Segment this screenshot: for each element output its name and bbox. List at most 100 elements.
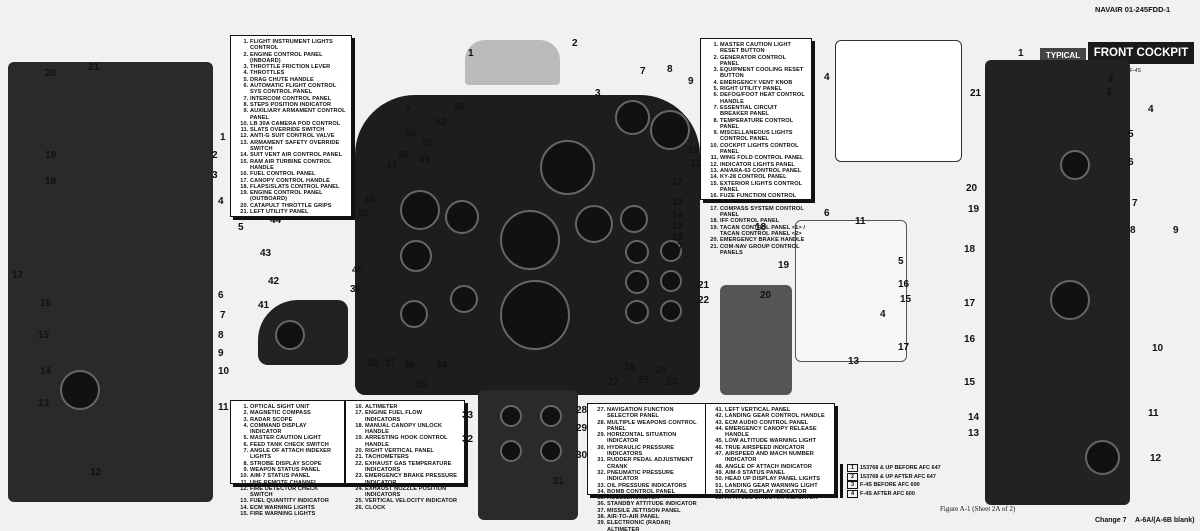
- legend-item: INTERCOM CONTROL PANEL: [250, 96, 346, 102]
- legend-item: RIGHT UTILITY PANEL: [720, 86, 806, 92]
- legend-item: ENGINE CONTROL PANEL (INBOARD): [250, 52, 346, 65]
- effectivity-tag: 4: [847, 489, 858, 498]
- legend-item: ARRESTING HOOK CONTROL HANDLE: [365, 435, 459, 448]
- callout-number: 5: [1128, 129, 1134, 140]
- callout-number: 21: [970, 88, 982, 99]
- callout-number: 19: [968, 204, 980, 215]
- effectivity-text: 153768 & UP BEFORE AFC 647: [860, 465, 941, 471]
- legend-item: RADAR SCOPE: [250, 417, 339, 423]
- right-console-illustration: [985, 60, 1130, 505]
- callout-number: 47: [386, 160, 398, 171]
- legend-item: GENERATOR CONTROL PANEL: [720, 55, 806, 68]
- legend-item: RAM AIR TURBINE CONTROL HANDLE: [250, 159, 346, 172]
- callout-number: 9: [218, 348, 224, 359]
- callout-number: 19: [45, 150, 57, 161]
- legend-item: OIL PRESSURE INDICATORS: [607, 483, 701, 489]
- legend-item: COMMAND DISPLAY INDICATOR: [250, 423, 339, 436]
- callout-number: 10: [688, 145, 700, 156]
- gauge-illustration: [400, 300, 428, 328]
- callout-number: 16: [898, 279, 910, 290]
- callout-number: 14: [968, 412, 980, 423]
- legend-item: NAVIGATION FUNCTION SELECTOR PANEL: [607, 407, 701, 420]
- optical-sight-illustration: [465, 40, 560, 85]
- callout-number: 11: [1148, 408, 1159, 419]
- callout-number: 7: [405, 105, 411, 116]
- legend-item: EXHAUST GAS TEMPERATURE INDICATORS: [365, 461, 459, 474]
- callout-number: 10: [218, 366, 230, 377]
- gauge-illustration: [625, 270, 649, 294]
- callout-number: 14: [672, 210, 684, 221]
- legend-item: FUZE FUNCTION CONTROL PANEL: [720, 193, 806, 206]
- legend-item: WING FOLD CONTROL PANEL: [720, 155, 806, 161]
- legend-item: ACCELEROMETER: [607, 495, 701, 501]
- legend-item: MANUAL CANOPY UNLOCK HANDLE: [365, 423, 459, 436]
- effectivity-tag: 2: [847, 472, 858, 481]
- legend-item: ANTI-G SUIT CONTROL VALVE: [250, 133, 346, 139]
- callout-number: 49: [419, 155, 431, 166]
- legend-item: WEAPON STATUS PANEL: [250, 467, 339, 473]
- legend-item: MISCELLANEOUS LIGHTS CONTROL PANEL: [720, 130, 806, 143]
- legend-bottom-4: LEFT VERTICAL PANELLANDING GEAR CONTROL …: [705, 403, 835, 501]
- legend-item: ECM WARNING LIGHTS: [250, 505, 339, 511]
- callout-number: 5: [898, 256, 904, 267]
- gauge-illustration: [500, 210, 560, 270]
- callout-number: 16: [964, 334, 976, 345]
- callout-number: 40: [352, 265, 364, 276]
- callout-number: 3: [212, 170, 218, 181]
- callout-number: 36: [404, 360, 416, 371]
- callout-number: 12: [1150, 453, 1162, 464]
- callout-number: 17: [964, 298, 976, 309]
- callout-number: 9: [688, 76, 694, 87]
- callout-number: 1: [220, 132, 226, 143]
- page-number: A-6A/(A-6B blank): [1135, 517, 1195, 524]
- legend-item: THROTTLES: [250, 70, 346, 76]
- legend-item: ESSENTIAL CIRCUIT BREAKER PANEL: [720, 105, 806, 118]
- legend-item: DEFOG/FOOT HEAT CONTROL HANDLE: [720, 92, 806, 105]
- legend-item: PNEUMATIC PRESSURE INDICATOR: [607, 470, 701, 483]
- legend-top-right: MASTER CAUTION LIGHT RESET BUTTONGENERAT…: [700, 38, 812, 256]
- callout-number: 7: [640, 66, 646, 77]
- legend-item: RUDDER PEDAL ADJUSTMENT CRANK: [607, 457, 701, 470]
- legend-item: EQUIPMENT COOLING RESET BUTTON: [720, 67, 806, 80]
- callout-number: 5: [238, 222, 244, 233]
- effectivity-text: F-4S BEFORE AFC 600: [860, 482, 920, 488]
- legend-item: THROTTLE FRICTION LEVER: [250, 64, 346, 70]
- legend-item: EMERGENCY VENT KNOB: [720, 80, 806, 86]
- legend-item: FEED TANK CHECK SWITCH: [250, 442, 339, 448]
- legend-item: ALTIMETER: [365, 404, 459, 410]
- legend-bottom-3: NAVIGATION FUNCTION SELECTOR PANELMULTIP…: [587, 403, 707, 531]
- callout-number: 46: [364, 195, 376, 206]
- callout-number: 7: [220, 310, 226, 321]
- callout-number: 13: [672, 197, 684, 208]
- callout-number: 22: [698, 295, 710, 306]
- legend-item: AIM-7 STATUS PANEL: [250, 473, 339, 479]
- callout-number: 6: [1128, 157, 1134, 168]
- callout-number: 53: [453, 102, 465, 113]
- legend-item: HYDRAULIC PRESSURE INDICATORS: [607, 445, 701, 458]
- model-label: F-4S: [1130, 68, 1141, 74]
- callout-number: 17: [898, 342, 910, 353]
- legend-item: ANGLE OF ATTACH INDEXER LIGHTS: [250, 448, 339, 461]
- callout-number: 34: [436, 360, 448, 371]
- callout-number: 15: [900, 294, 912, 305]
- gauge-illustration: [400, 190, 440, 230]
- callout-number: 39: [350, 284, 362, 295]
- gauge-illustration: [625, 300, 649, 324]
- callout-number: 27: [608, 377, 620, 388]
- legend-item: MULTIPLE WEAPONS CONTROL PANEL: [607, 420, 701, 433]
- legend-item: BOMB CONTROL PANEL: [607, 489, 701, 495]
- legend-item: AIRSPEED AND MACH NUMBER INDICATOR: [725, 451, 829, 464]
- left-console-illustration: [8, 62, 213, 502]
- callout-number: 20: [45, 68, 57, 79]
- gauge-illustration: [660, 300, 682, 322]
- callout-number: 8: [218, 330, 224, 341]
- change-number: Change 7: [1095, 517, 1127, 524]
- effectivity-tag: 1: [847, 464, 858, 472]
- legend-item: STROBE DISPLAY SCOPE: [250, 461, 339, 467]
- callout-number: 2: [1108, 74, 1114, 85]
- gauge-illustration: [1050, 280, 1090, 320]
- gauge-illustration: [500, 440, 522, 462]
